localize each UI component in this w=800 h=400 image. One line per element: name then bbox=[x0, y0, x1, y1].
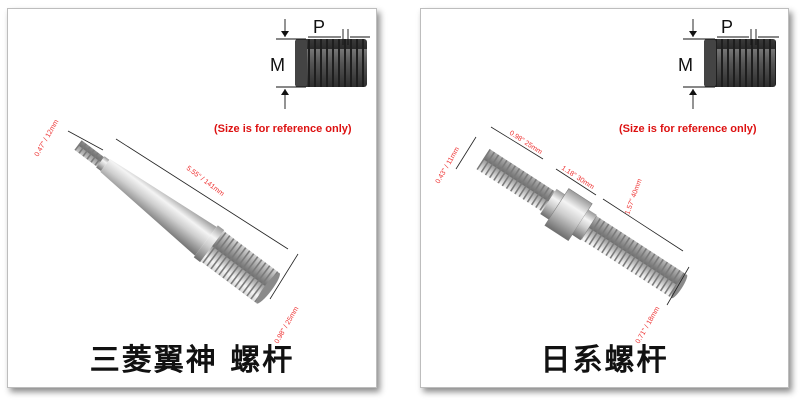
pitch-label: P bbox=[721, 17, 733, 37]
top-diameter-dimension: 0.43" / 11mm bbox=[435, 146, 462, 185]
product-caption: 三菱翼神 螺杆 bbox=[89, 343, 295, 378]
thread-pitch-diagram: P M bbox=[270, 17, 370, 109]
top-length-dimension: 0.98" 25mm bbox=[508, 130, 543, 156]
tapered-rod bbox=[74, 140, 280, 304]
bolt-icon bbox=[295, 39, 367, 87]
stud-illustration: 0.43" / 11mm 0.98" 25mm 1.18" 30mm 1.57"… bbox=[435, 17, 779, 345]
pitch-label: P bbox=[313, 17, 325, 37]
product-panel-right: 0.43" / 11mm 0.98" 25mm 1.18" 30mm 1.57"… bbox=[420, 8, 789, 388]
dimension-lines bbox=[455, 126, 690, 306]
middle-length-dimension: 1.18" 30mm bbox=[560, 165, 595, 191]
thread-pitch-diagram: P M bbox=[678, 17, 779, 109]
length-dimension: 5.55" / 141mm bbox=[185, 165, 226, 198]
reference-note: (Size is for reference only) bbox=[619, 123, 757, 135]
product-caption: 日系螺杆 bbox=[540, 343, 669, 378]
bottom-length-dimension: 1.57" 40mm bbox=[624, 178, 643, 216]
diameter-label: M bbox=[678, 55, 693, 75]
diameter-label: M bbox=[270, 55, 285, 75]
product-panel-left: 0.47" / 12mm 5.55" / 141mm 0.98" / 25mm … bbox=[7, 8, 377, 388]
bolt-icon bbox=[704, 39, 776, 87]
hex-nut bbox=[544, 188, 593, 241]
top-thread-dimension: 0.47" / 12mm bbox=[34, 119, 61, 158]
dimension-lines bbox=[67, 130, 299, 300]
stud bbox=[476, 148, 688, 299]
reference-note: (Size is for reference only) bbox=[214, 123, 352, 135]
tapered-rod-illustration: 0.47" / 12mm 5.55" / 141mm 0.98" / 25mm … bbox=[34, 17, 370, 345]
